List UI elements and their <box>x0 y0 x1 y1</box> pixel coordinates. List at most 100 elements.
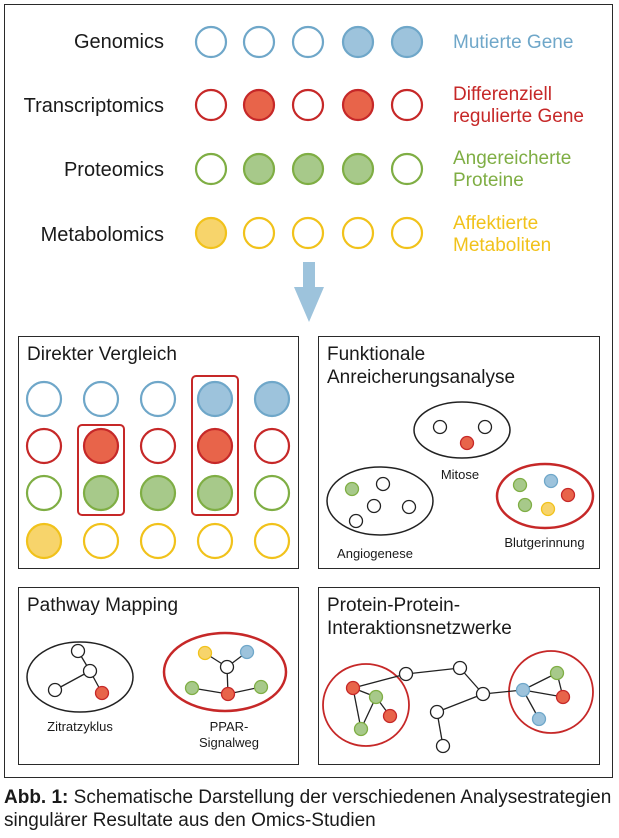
omics-circle-r2-c2 <box>242 88 276 122</box>
ppi-node-2 <box>368 689 384 705</box>
pathway-node-2 <box>82 663 98 679</box>
set-blutgerinnung-ellipse <box>495 462 595 530</box>
panel-title-enrichment: Funktionale Anreicherungsanalyse <box>327 344 516 388</box>
figure-caption: Abb. 1: Schematische Darstellung der ver… <box>4 786 616 832</box>
omics-circle-r3-c1 <box>194 152 228 186</box>
highlight-box-column-2 <box>77 424 125 516</box>
omics-circle-r1-c5 <box>390 25 424 59</box>
comparison-circle-r4-c5 <box>253 522 291 560</box>
enrichment-node-7 <box>401 499 417 515</box>
ppi-node-3 <box>353 721 369 737</box>
omics-circle-r2-c3 <box>291 88 325 122</box>
row-label-proteomics: Proteomics <box>63 159 164 181</box>
omics-circle-r1-c3 <box>291 25 325 59</box>
ppi-node-13 <box>531 711 547 727</box>
row-label-transcriptomics: Transcriptomics <box>23 95 164 117</box>
panel-pathway-mapping: Pathway Mapping <box>18 587 299 765</box>
omics-circle-r3-c2 <box>242 152 276 186</box>
omics-circle-grid <box>194 25 424 250</box>
ppi-node-10 <box>549 665 565 681</box>
down-arrow-icon <box>294 262 324 322</box>
ppi-node-12 <box>555 689 571 705</box>
category-label-differential-genes: Differenziell regulierte Gene <box>453 84 584 127</box>
panel-title-pathway: Pathway Mapping <box>27 595 179 616</box>
comparison-circle-r4-c1 <box>25 522 63 560</box>
comparison-circle-r3-c1 <box>25 474 63 512</box>
omics-circle-r1-c2 <box>242 25 276 59</box>
comparison-circle-r1-c3 <box>139 380 177 418</box>
pathway-node-3 <box>47 682 63 698</box>
pathway-node-9 <box>220 686 236 702</box>
omics-circle-r1-c1 <box>194 25 228 59</box>
figure-frame <box>4 4 613 778</box>
category-label-mutated-genes: Mutierte Gene <box>453 32 574 53</box>
omics-circle-r4-c1 <box>194 216 228 250</box>
pathway-label-ppar: PPAR-Signalweg <box>199 719 259 750</box>
comparison-circle-r1-c2 <box>82 380 120 418</box>
comparison-circle-r4-c4 <box>196 522 234 560</box>
ppi-edge-8 <box>436 693 484 713</box>
panel-functional-enrichment: Funktionale Anreicherungsanalyse <box>318 336 600 569</box>
comparison-circle-r2-c5 <box>253 427 291 465</box>
omics-circle-r4-c4 <box>341 216 375 250</box>
ppi-node-1 <box>345 680 361 696</box>
pathway-node-10 <box>253 679 269 695</box>
omics-circle-r4-c2 <box>242 216 276 250</box>
caption-text: Schematische Darstellung der verschieden… <box>4 787 612 831</box>
enrichment-node-11 <box>560 487 576 503</box>
panel-title-direct: Direkter Vergleich <box>27 344 177 365</box>
enrichment-node-9 <box>512 477 528 493</box>
omics-circle-r3-c5 <box>390 152 424 186</box>
ppi-edge-6 <box>405 667 461 675</box>
direct-comparison-grid <box>25 380 291 560</box>
enrichment-node-1 <box>432 419 448 435</box>
omics-circle-r4-c5 <box>390 216 424 250</box>
ppi-node-6 <box>452 660 468 676</box>
comparison-circle-r1-c1 <box>25 380 63 418</box>
highlight-box-column-4 <box>191 375 239 516</box>
omics-circle-r3-c4 <box>341 152 375 186</box>
comparison-circle-r2-c3 <box>139 427 177 465</box>
caption-prefix: Abb. 1: <box>4 787 69 808</box>
row-label-genomics: Genomics <box>73 31 164 53</box>
ppi-cluster-left <box>322 663 410 747</box>
omics-circle-r2-c5 <box>390 88 424 122</box>
set-label-mitose: Mitose <box>440 467 480 482</box>
comparison-circle-r2-c4 <box>196 427 234 465</box>
pathway-zitratzyklus-ellipse <box>26 641 134 713</box>
enrichment-nodes <box>344 419 576 529</box>
ppi-node-11 <box>515 682 531 698</box>
enrichment-node-6 <box>366 498 382 514</box>
row-label-metabolomics: Metabolomics <box>40 224 164 246</box>
ppi-node-5 <box>398 666 414 682</box>
pathway-ppar-ellipse <box>162 631 288 713</box>
comparison-circle-r3-c5 <box>253 474 291 512</box>
enrichment-node-8 <box>348 513 364 529</box>
pathway-node-4 <box>94 685 110 701</box>
enrichment-node-5 <box>375 476 391 492</box>
set-label-blutgerinnung: Blutgerinnung <box>504 535 585 550</box>
comparison-circle-r4-c3 <box>139 522 177 560</box>
enrichment-node-10 <box>543 473 559 489</box>
comparison-circle-r3-c4 <box>196 474 234 512</box>
category-label-affected-metabolites: Affektierte Metaboliten <box>453 213 552 256</box>
comparison-circle-r3-c2 <box>82 474 120 512</box>
pathway-node-5 <box>197 645 213 661</box>
comparison-circle-r2-c1 <box>25 427 63 465</box>
pathway-node-6 <box>219 659 235 675</box>
comparison-circle-r3-c3 <box>139 474 177 512</box>
pathway-node-7 <box>239 644 255 660</box>
ppi-node-8 <box>429 704 445 720</box>
ppi-node-4 <box>382 708 398 724</box>
pathway-networks <box>47 643 269 702</box>
comparison-circle-r1-c4 <box>196 380 234 418</box>
pathway-label-zitratzyklus: Zitratzyklus <box>47 719 113 734</box>
omics-circle-r4-c3 <box>291 216 325 250</box>
enrichment-node-13 <box>540 501 556 517</box>
category-label-enriched-proteins: Angereicherte Proteine <box>453 148 572 191</box>
omics-circle-r2-c4 <box>341 88 375 122</box>
enrichment-node-12 <box>517 497 533 513</box>
comparison-circle-r4-c2 <box>82 522 120 560</box>
set-mitose-ellipse <box>413 401 511 459</box>
